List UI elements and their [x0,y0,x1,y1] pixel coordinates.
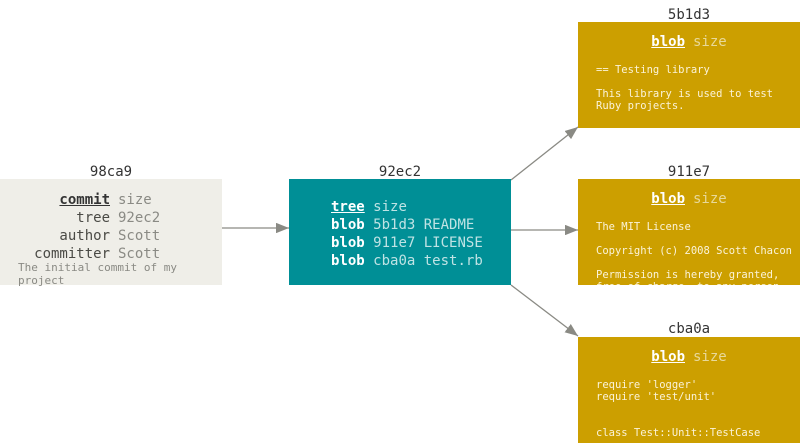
blob-object: blob size == Testing library This library… [578,22,800,128]
commit-message: The initial commit of my project [18,261,177,287]
blob-content: The MIT License Copyright (c) 2008 Scott… [596,221,792,285]
arrow-tree-to-blob-cba0a [510,284,579,337]
tree-entry: blob 911e7 LICENSE [331,235,483,251]
field-value: 92ec2 [118,210,161,226]
field-key: committer [34,246,110,262]
tree-entry: blob 5b1d3 README [331,217,475,233]
blob-content: require 'logger' require 'test/unit' cla… [596,379,761,439]
blob-id: 911e7 [667,164,711,180]
commit-id: 98ca9 [89,164,133,180]
arrow-tree-to-blob-5b1d3 [510,126,579,181]
tree-size: size [373,199,407,215]
field-key: tree [76,210,110,226]
blob-size: size [693,34,727,50]
blob-size: size [693,191,727,207]
tree-type: tree [331,199,365,215]
tree-entry: blob cba0a test.rb [331,253,483,269]
blob-id: cba0a [667,321,711,337]
commit-size: size [118,192,152,208]
field-value: Scott [118,228,161,244]
blob-size: size [693,349,727,365]
blob-object: blob size require 'logger' require 'test/… [578,337,800,443]
blob-type: blob [651,34,685,50]
blob-object: blob size The MIT License Copyright (c) 2… [578,179,800,285]
blob-type: blob [651,349,685,365]
blob-content: == Testing library This library is used … [596,64,774,112]
field-value: Scott [118,246,161,262]
commit-type: commit [59,192,110,208]
blob-id: 5b1d3 [667,7,711,23]
tree-object: tree size blob 5b1d3 README blob 911e7 L… [289,179,511,285]
field-key: author [59,228,110,244]
tree-id: 92ec2 [378,164,422,180]
blob-type: blob [651,191,685,207]
